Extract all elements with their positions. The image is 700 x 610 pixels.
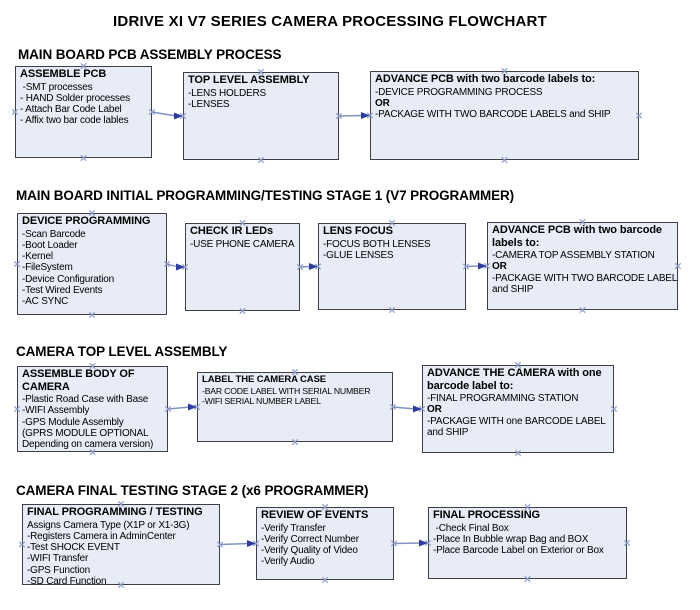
box-line: -GPS Module Assembly (22, 416, 124, 428)
box-line: -Boot Loader (22, 239, 78, 251)
box-line: -WIFI Assembly (22, 405, 90, 417)
box-title: LENS FOCUS (323, 225, 393, 237)
flow-box-lens-focus: LENS FOCUS -FOCUS BOTH LENSES -GLUE LENS… (318, 223, 466, 310)
flow-box-check-ir-leds: CHECK IR LEDs -USE PHONE CAMERA (185, 223, 300, 311)
box-line: -Test Wired Events (22, 284, 103, 296)
box-line: -Device Configuration (22, 273, 114, 285)
section-heading-final-testing: CAMERA FINAL TESTING STAGE 2 (x6 PROGRAM… (16, 483, 369, 498)
box-line: -Place Barcode Label on Exterior or Box (433, 545, 604, 557)
box-line: -USE PHONE CAMERA (190, 238, 295, 250)
flow-box-advance-pcb-to-camera-top: ADVANCE PCB with two barcode labels to: … (487, 222, 678, 310)
box-line: -Kernel (22, 251, 53, 263)
box-line: -WIFI Transfer (27, 553, 89, 565)
flow-box-device-programming: DEVICE PROGRAMMING -Scan Barcode -Boot L… (17, 213, 167, 315)
box-line: -Check Final Box (433, 522, 509, 534)
box-line: -FOCUS BOTH LENSES (323, 238, 431, 250)
box-line: Depending on camera version) (22, 439, 154, 451)
box-title: ASSEMBLE PCB (20, 68, 107, 80)
box-line: -Verify Transfer (261, 522, 326, 534)
box-line: -PACKAGE WITH one BARCODE LABEL (427, 415, 606, 427)
flow-box-review-of-events: REVIEW OF EVENTS -Verify Transfer -Verif… (256, 507, 394, 580)
box-line: -PACKAGE WITH TWO BARCODE LABELS (492, 272, 678, 284)
box-line: -Plastic Road Case with Base (22, 394, 149, 405)
box-line: -Registers Camera in AdminCenter (27, 530, 176, 542)
box-line: -WIFI SERIAL NUMBER LABEL (202, 396, 321, 407)
box-line: and SHIP (492, 283, 534, 295)
box-line: Assigns Camera Type (X1P or X1-3G) (27, 519, 190, 531)
box-line: -GPS Function (27, 564, 90, 576)
box-line: -FileSystem (22, 262, 73, 274)
flow-box-top-level-assembly: TOP LEVEL ASSEMBLY -LENS HOLDERS -LENSES (183, 72, 339, 160)
box-line: -GLUE LENSES (323, 249, 394, 261)
section-heading-pcb-assembly: MAIN BOARD PCB ASSEMBLY PROCESS (18, 47, 282, 62)
box-line-or: OR (375, 97, 390, 109)
box-line: -Verify Correct Number (261, 533, 359, 545)
section-heading-initial-programming: MAIN BOARD INITIAL PROGRAMMING/TESTING S… (16, 188, 515, 203)
box-line: -LENSES (188, 98, 230, 110)
box-title: TOP LEVEL ASSEMBLY (188, 74, 310, 86)
box-line: - Affix two bar code lables (20, 115, 129, 127)
box-line: -PACKAGE WITH TWO BARCODE LABELS and SHI… (375, 109, 611, 121)
box-line: -AC SYNC (22, 296, 69, 308)
box-line-or: OR (427, 404, 442, 416)
box-line: -BAR CODE LABEL WITH SERIAL NUMBER (202, 386, 371, 396)
box-title: ADVANCE PCB with two barcode labels to: (492, 224, 662, 249)
box-title: FINAL PROGRAMMING / TESTING (27, 506, 203, 518)
box-line-or: OR (492, 261, 507, 273)
box-title: DEVICE PROGRAMMING (22, 215, 151, 227)
box-title: LABEL THE CAMERA CASE (202, 374, 327, 385)
box-line: -Verify Quality of Video (261, 545, 358, 557)
box-line: -FINAL PROGRAMMING STATION (427, 393, 579, 404)
flow-box-assemble-pcb: ASSEMBLE PCB -SMT processes - HAND Solde… (15, 66, 152, 158)
box-title: REVIEW OF EVENTS (261, 509, 369, 521)
box-line: -DEVICE PROGRAMMING PROCESS (375, 86, 543, 98)
box-line: -SD Card Function (27, 575, 107, 585)
box-title: CHECK IR LEDs (190, 225, 274, 237)
box-line: -Place In Bubble wrap Bag and BOX (433, 533, 589, 545)
flow-box-label-camera-case: LABEL THE CAMERA CASE -BAR CODE LABEL WI… (197, 372, 393, 442)
box-line: -Verify Audio (261, 556, 315, 568)
box-line: -Scan Barcode (22, 228, 86, 240)
box-line: - Attach Bar Code Label (20, 104, 122, 116)
box-title: ASSEMBLE BODY OF CAMERA (22, 368, 135, 393)
box-line: and SHIP (427, 426, 469, 438)
flow-box-advance-pcb-two-labels: ADVANCE PCB with two barcode labels to: … (370, 71, 639, 160)
box-title: FINAL PROCESSING (433, 509, 540, 521)
box-title: ADVANCE THE CAMERA with one barcode labe… (427, 367, 602, 392)
section-heading-camera-top-assembly: CAMERA TOP LEVEL ASSEMBLY (16, 344, 228, 359)
flowchart-title: IDRIVE XI V7 SERIES CAMERA PROCESSING FL… (113, 13, 547, 30)
flow-box-advance-camera-one-label: ADVANCE THE CAMERA with one barcode labe… (422, 365, 614, 453)
box-line: -SMT processes (20, 81, 93, 93)
box-line: - HAND Solder processes (20, 92, 130, 104)
box-line: -CAMERA TOP ASSEMBLY STATION (492, 250, 655, 261)
box-line: -LENS HOLDERS (188, 87, 266, 99)
flow-box-final-processing: FINAL PROCESSING -Check Final Box -Place… (428, 507, 627, 579)
box-line: -Test SHOCK EVENT (27, 542, 120, 554)
flow-box-final-programming-testing: FINAL PROGRAMMING / TESTING Assigns Came… (22, 504, 220, 585)
box-title: ADVANCE PCB with two barcode labels to: (375, 73, 596, 85)
box-line: (GPRS MODULE OPTIONAL (22, 427, 149, 439)
flow-box-assemble-body-of-camera: ASSEMBLE BODY OF CAMERA -Plastic Road Ca… (17, 366, 168, 452)
